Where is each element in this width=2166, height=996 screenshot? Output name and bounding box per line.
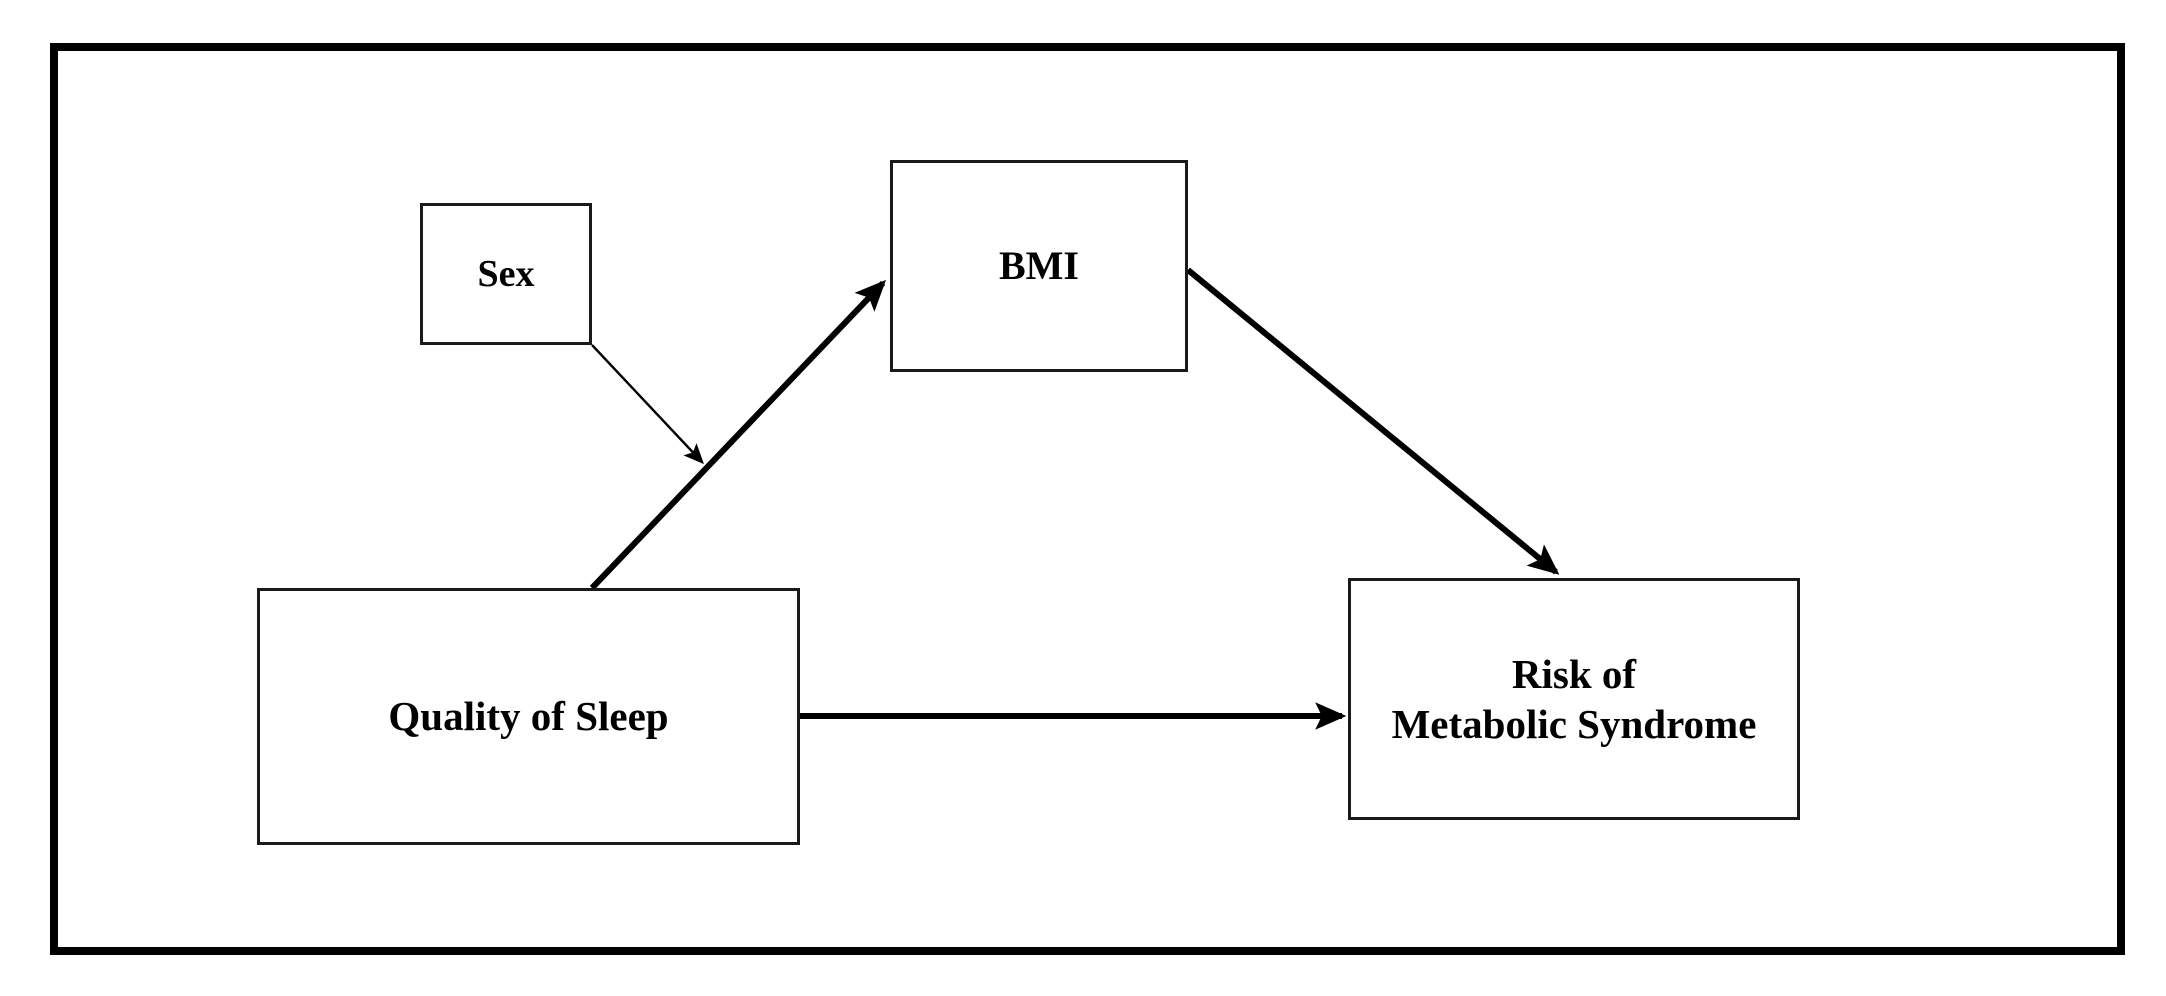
node-risk-of-metabolic-syndrome[interactable]: Risk of Metabolic Syndrome (1348, 578, 1800, 820)
node-risk-of-metabolic-syndrome-label: Risk of Metabolic Syndrome (1391, 650, 1757, 747)
node-sex[interactable]: Sex (420, 203, 592, 345)
node-bmi-label: BMI (999, 242, 1079, 288)
node-sex-label: Sex (477, 252, 535, 295)
node-quality-of-sleep[interactable]: Quality of Sleep (257, 588, 800, 845)
node-bmi[interactable]: BMI (890, 160, 1188, 372)
node-quality-of-sleep-label: Quality of Sleep (388, 693, 669, 740)
